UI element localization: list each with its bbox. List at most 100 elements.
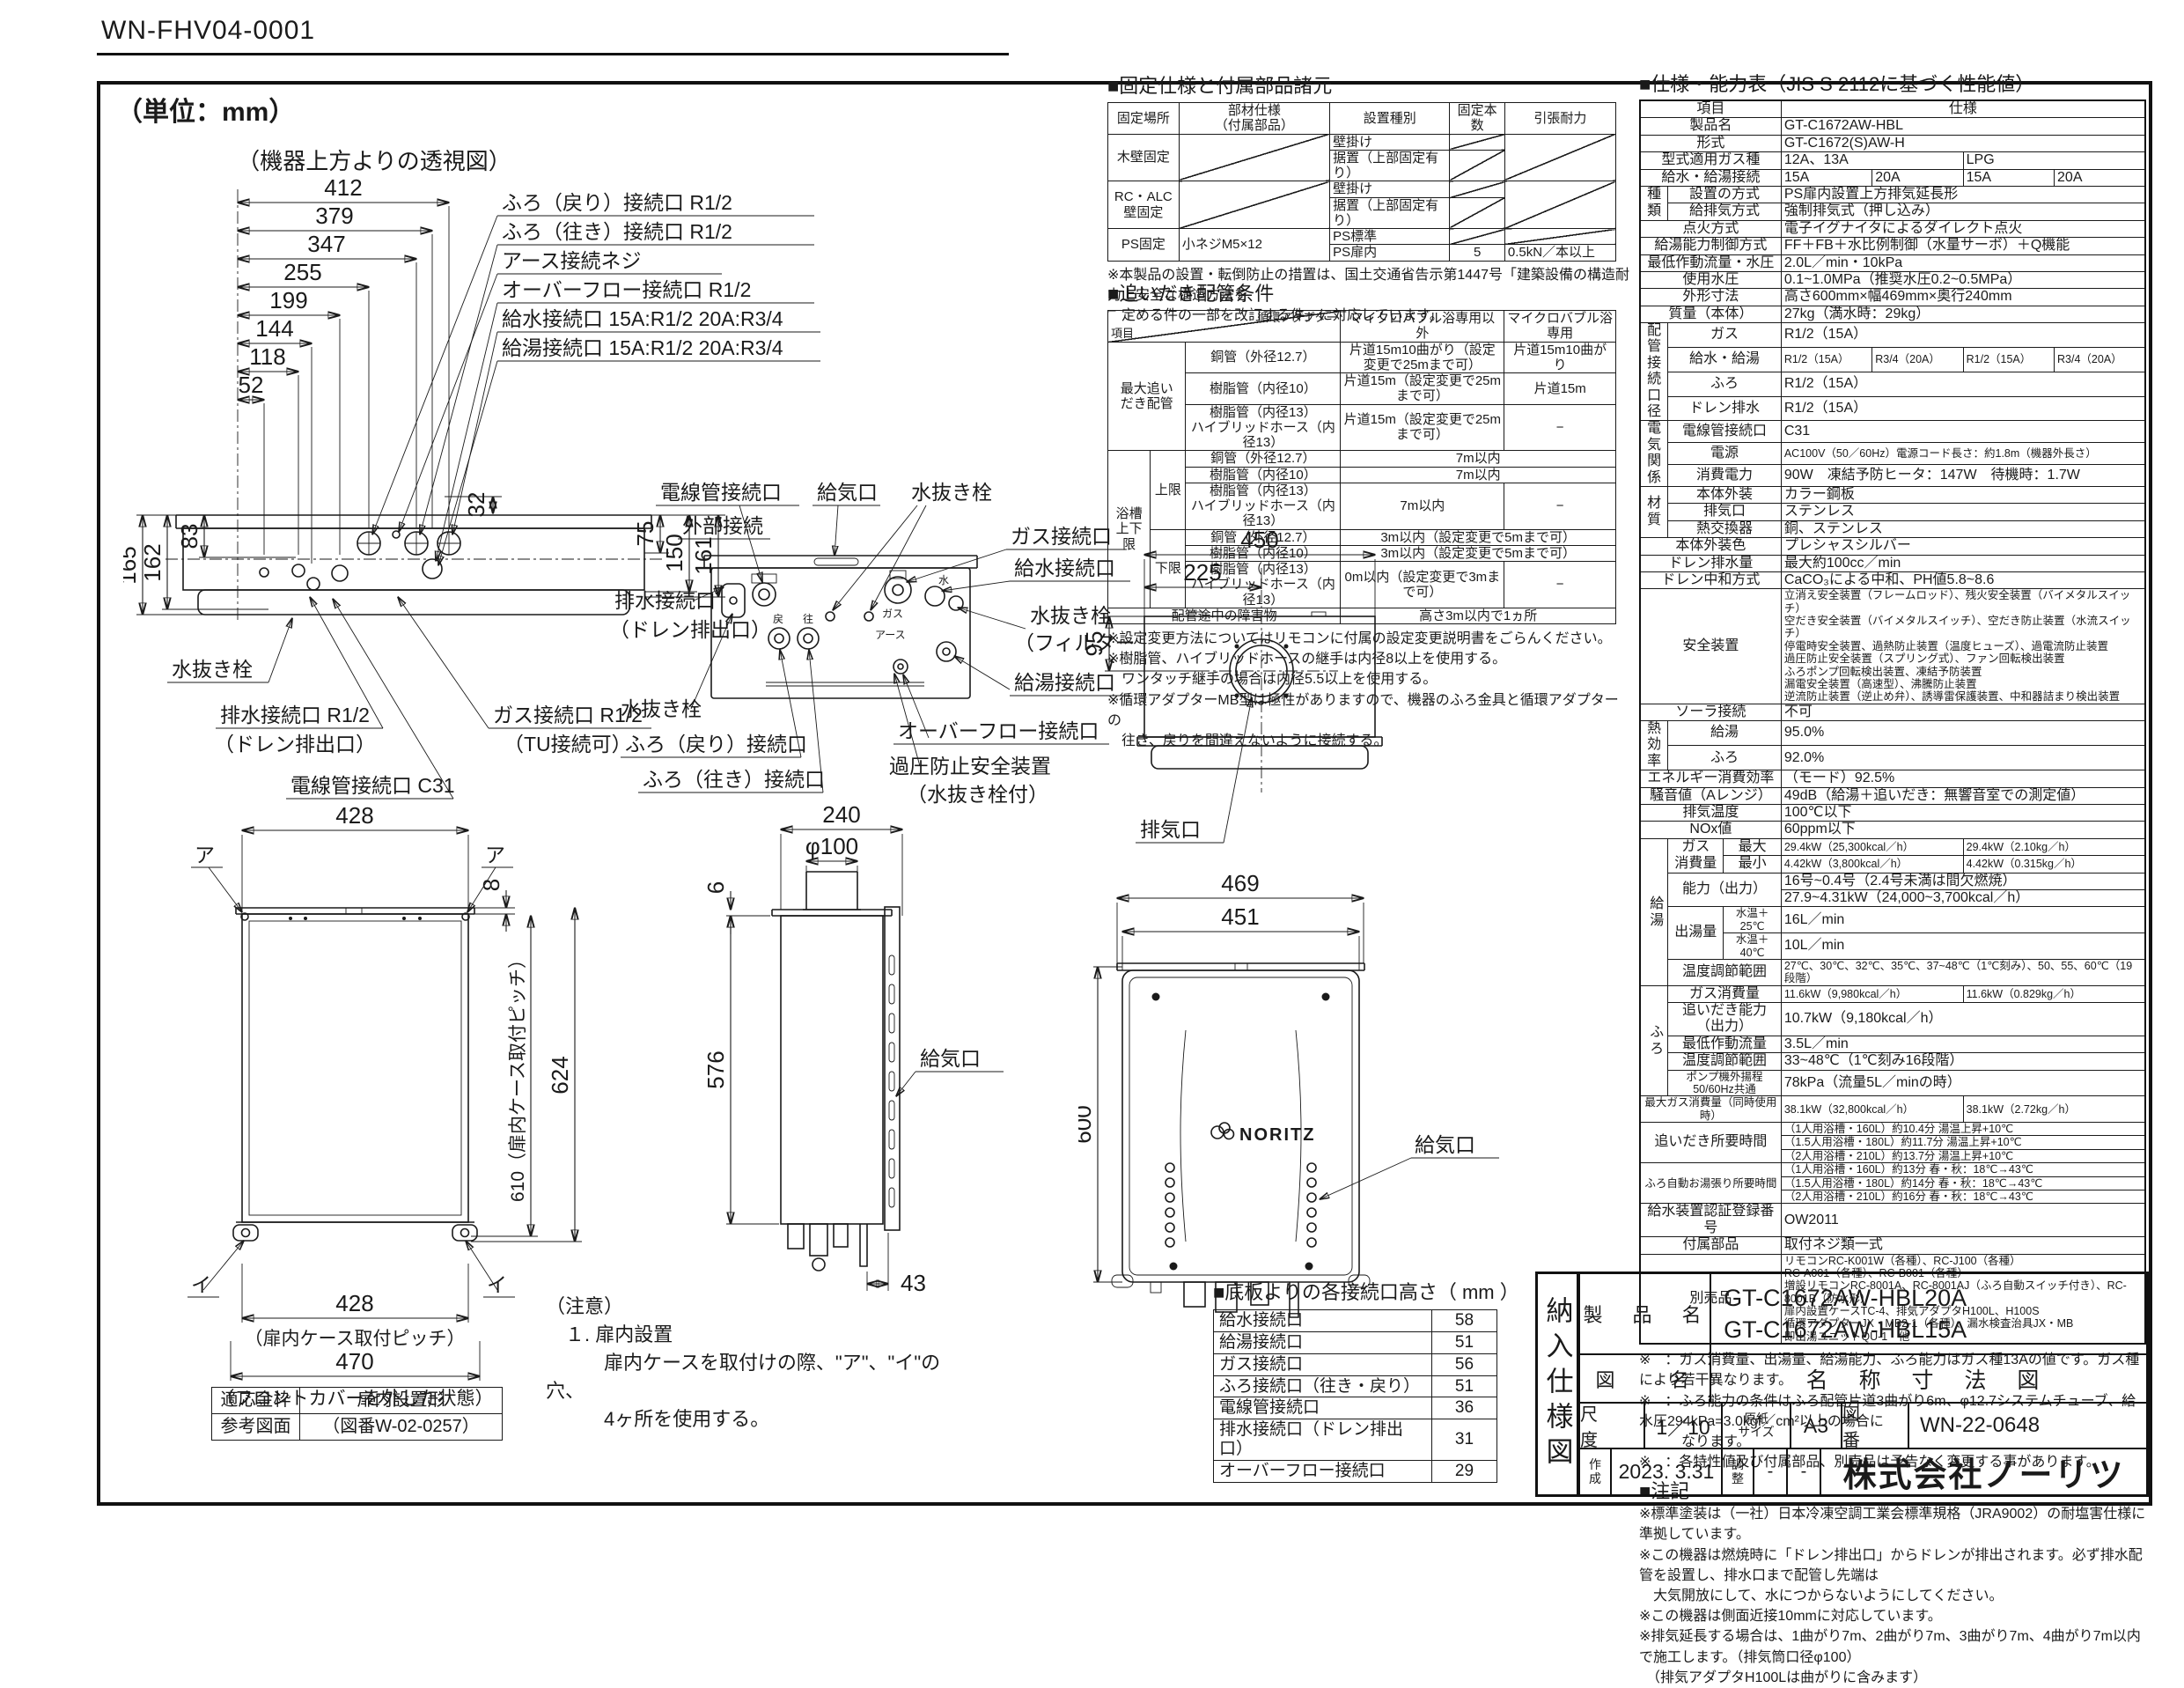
table-cell: 給湯 — [1639, 837, 1669, 986]
piping-section: ■追いだき配管条件 項目循環アダプターマイクロバブル浴専用以外マイクロバブル浴専… — [1107, 278, 1631, 751]
table-cell — [1449, 181, 1505, 198]
table-cell: ふろ接続口（往き・戻り） — [1213, 1375, 1432, 1398]
table-cell: 据置（上部固定有り） — [1329, 149, 1451, 182]
table-cell: 浴槽 上下限 — [1107, 450, 1151, 608]
table-cell: （1.5人用浴槽・180L）約11.7分 湯温上昇+10℃ — [1780, 1135, 2146, 1150]
adjust-1: - — [1754, 1449, 1788, 1494]
dim-576: 576 — [702, 1050, 729, 1088]
table-cell — [1449, 196, 1505, 229]
svg-text:アース: アース — [875, 629, 906, 641]
perspective-top-view: （機器上方よりの透視図） 412 379 347 255 199 144 118… — [123, 148, 820, 800]
table-cell: 給排気方式 — [1667, 203, 1782, 221]
svg-text:水抜き栓: 水抜き栓 — [911, 481, 992, 504]
table-cell: 15A — [1962, 168, 2055, 187]
svg-text:電線管接続口: 電線管接続口 — [660, 481, 782, 504]
svg-text:排水接続口 R1/2: 排水接続口 R1/2 — [220, 704, 370, 726]
svg-text:給湯接続口 15A:R1/2 20A:R3/4: 給湯接続口 15A:R1/2 20A:R3/4 — [502, 336, 783, 359]
table-cell: 最低作動流量 — [1667, 1035, 1782, 1054]
frame-reference-table: 適応金枠扉内設置形参考図面（図番W-02-0257） — [211, 1387, 503, 1441]
table-cell — [1504, 133, 1617, 182]
left-vertical-dims: 165 162 83 — [123, 515, 296, 615]
intake-label: 給気口 — [1415, 1133, 1475, 1156]
bottom-labels: 水抜き栓 排水接続口 R1/2 （ドレン排出口） 電線管接続口 C31 ガス接続… — [167, 597, 651, 800]
table-cell: 給水接続口 — [1213, 1309, 1432, 1332]
dim-8: 8 — [478, 879, 504, 891]
table-cell: R3/4（20A） — [2054, 346, 2146, 372]
table-cell: 熱効率 — [1639, 720, 1669, 771]
table-cell: マイクロバブル浴専用 — [1504, 310, 1616, 343]
svg-text:（ドレン排出口）: （ドレン排出口） — [214, 733, 376, 756]
bottom-view: ガス アース 水 戻 往 電線管接続口 外部接続 給気口 水抜き栓 ガス接続口 … — [609, 481, 1136, 806]
exhaust-label: 排気口 — [1140, 818, 1201, 841]
table-cell: 給水・給湯接続 — [1639, 168, 1782, 187]
created-date: 2023. 3.31 — [1612, 1449, 1723, 1494]
table-cell: 90W 凍結予防ヒータ：147W 待機時：1.7W — [1780, 464, 2146, 487]
svg-text:255: 255 — [283, 259, 321, 285]
table-cell: オーバーフロー接続口 — [1213, 1459, 1432, 1483]
table-cell: 3m以内（設定変更で5mまで可） — [1340, 544, 1616, 563]
table-cell: 片道15m10曲がり — [1504, 341, 1616, 373]
svg-text:電線管接続口 C31: 電線管接続口 C31 — [290, 774, 455, 797]
table-cell: 材質 — [1639, 485, 1669, 539]
table-cell: 片道15m — [1504, 372, 1616, 405]
table-cell: 適応金枠 — [211, 1387, 300, 1414]
caution-note: （注意） １. 扉内設置 扉内ケースを取付けの際、"ア"、"イ"の穴、 4ヶ所を… — [546, 1295, 941, 1430]
table-cell: 温度調節範囲 — [1667, 1052, 1782, 1071]
svg-text:ガス: ガス — [882, 608, 903, 620]
table-cell: 29.4kW（2.10kg／h） — [1962, 837, 2146, 857]
table-cell: 27kg（満水時：29kg） — [1780, 305, 2146, 324]
adjust-label: 調 整 — [1723, 1449, 1754, 1494]
table-cell: 樹脂管（内径10） — [1185, 544, 1342, 563]
table-cell: 温度調節範囲 — [1667, 958, 1782, 986]
table-cell: （モード）92.5% — [1780, 770, 2146, 788]
svg-text:75: 75 — [632, 521, 658, 547]
table-cell: 10.7kW（9,180kcal／h） — [1780, 1002, 2146, 1036]
piping-table: 項目循環アダプターマイクロバブル浴専用以外マイクロバブル浴専用最大追い だき配管… — [1107, 310, 1616, 625]
svg-text:ふろ（往き）接続口 R1/2: ふろ（往き）接続口 R1/2 — [502, 220, 732, 243]
scale-label: 尺 度 — [1580, 1404, 1645, 1450]
right-vertical-dims: 32 75 150 161 — [445, 492, 725, 597]
svg-text:外部接続: 外部接続 — [682, 514, 763, 537]
svg-text:水: 水 — [938, 574, 949, 586]
dim-469: 469 — [1221, 872, 1259, 896]
table-cell: 最大追い だき配管 — [1107, 341, 1187, 452]
table-cell: 27.9~4.31kW（24,000~3,700kcal／h） — [1780, 888, 2146, 908]
svg-text:水抜き栓: 水抜き栓 — [172, 658, 253, 681]
fixation-section: ■固定仕様と付属部品諸元 固定場所部材仕様 （付属部品）設置種別固定本数引張耐力… — [1107, 70, 1631, 326]
svg-text:戻: 戻 — [773, 613, 783, 625]
dim-phi100: φ100 — [805, 833, 858, 859]
table-cell: 項目 — [1639, 100, 1782, 119]
table-cell: 16号~0.4号（2.4号未満は間欠燃焼） — [1780, 872, 2146, 891]
rear-view: 469 451 600 NORITZ 給気口 — [1078, 872, 1499, 1318]
table-cell: 片道15m（設定変更で25mまで可） — [1340, 372, 1505, 405]
table-cell: ソーラ接続 — [1639, 703, 1782, 722]
table-cell: LPG — [1962, 151, 2146, 170]
svg-text:ふろ（戻り）接続口 R1/2: ふろ（戻り）接続口 R1/2 — [502, 191, 732, 214]
front-view: 428 ア ア 8 610（扉内ケース取付ピッチ） 624 イ イ 428 （扉… — [188, 802, 582, 1409]
fixation-title: ■固定仕様と付属部品諸元 — [1107, 75, 1333, 97]
table-cell: 能力（出力） — [1667, 872, 1782, 908]
dim-624: 624 — [547, 1056, 573, 1094]
table-cell: 排気温度 — [1639, 804, 1782, 822]
table-cell: 製品名 — [1639, 117, 1782, 136]
table-cell: 消費電力 — [1667, 464, 1782, 487]
table-cell: 銅管（外径12.7） — [1185, 528, 1342, 546]
table-cell: 参考図面 — [211, 1413, 300, 1441]
table-cell: 追いだき所要時間 — [1639, 1122, 1782, 1164]
table-cell: 樹脂管（内径10） — [1185, 466, 1342, 483]
table-cell: 片道15m10曲がり（設定変更で25mまで可） — [1340, 341, 1505, 373]
remark: ※排気延長する場合は、1曲がり7m、2曲がり7m、3曲がり7m、4曲がり7m以内… — [1639, 1629, 2141, 1685]
table-cell: 最大ガス消費量（同時使用時） — [1639, 1095, 1782, 1124]
table-cell: 0.5kN／本以上 — [1504, 244, 1617, 262]
table-cell: GT-C1672AW-HBL — [1780, 117, 2146, 136]
svg-text:52: 52 — [239, 372, 264, 398]
table-cell: 58 — [1431, 1309, 1497, 1332]
svg-text:199: 199 — [269, 287, 307, 313]
table-cell: ふろ — [1639, 984, 1669, 1097]
table-cell: 2.0L／min・10kPa — [1780, 254, 2146, 272]
table-cell: 騒音値（Aレンジ） — [1639, 786, 1782, 806]
svg-text:32: 32 — [463, 492, 489, 518]
vent-holes — [1165, 1162, 1317, 1248]
svg-text:144: 144 — [255, 315, 293, 342]
